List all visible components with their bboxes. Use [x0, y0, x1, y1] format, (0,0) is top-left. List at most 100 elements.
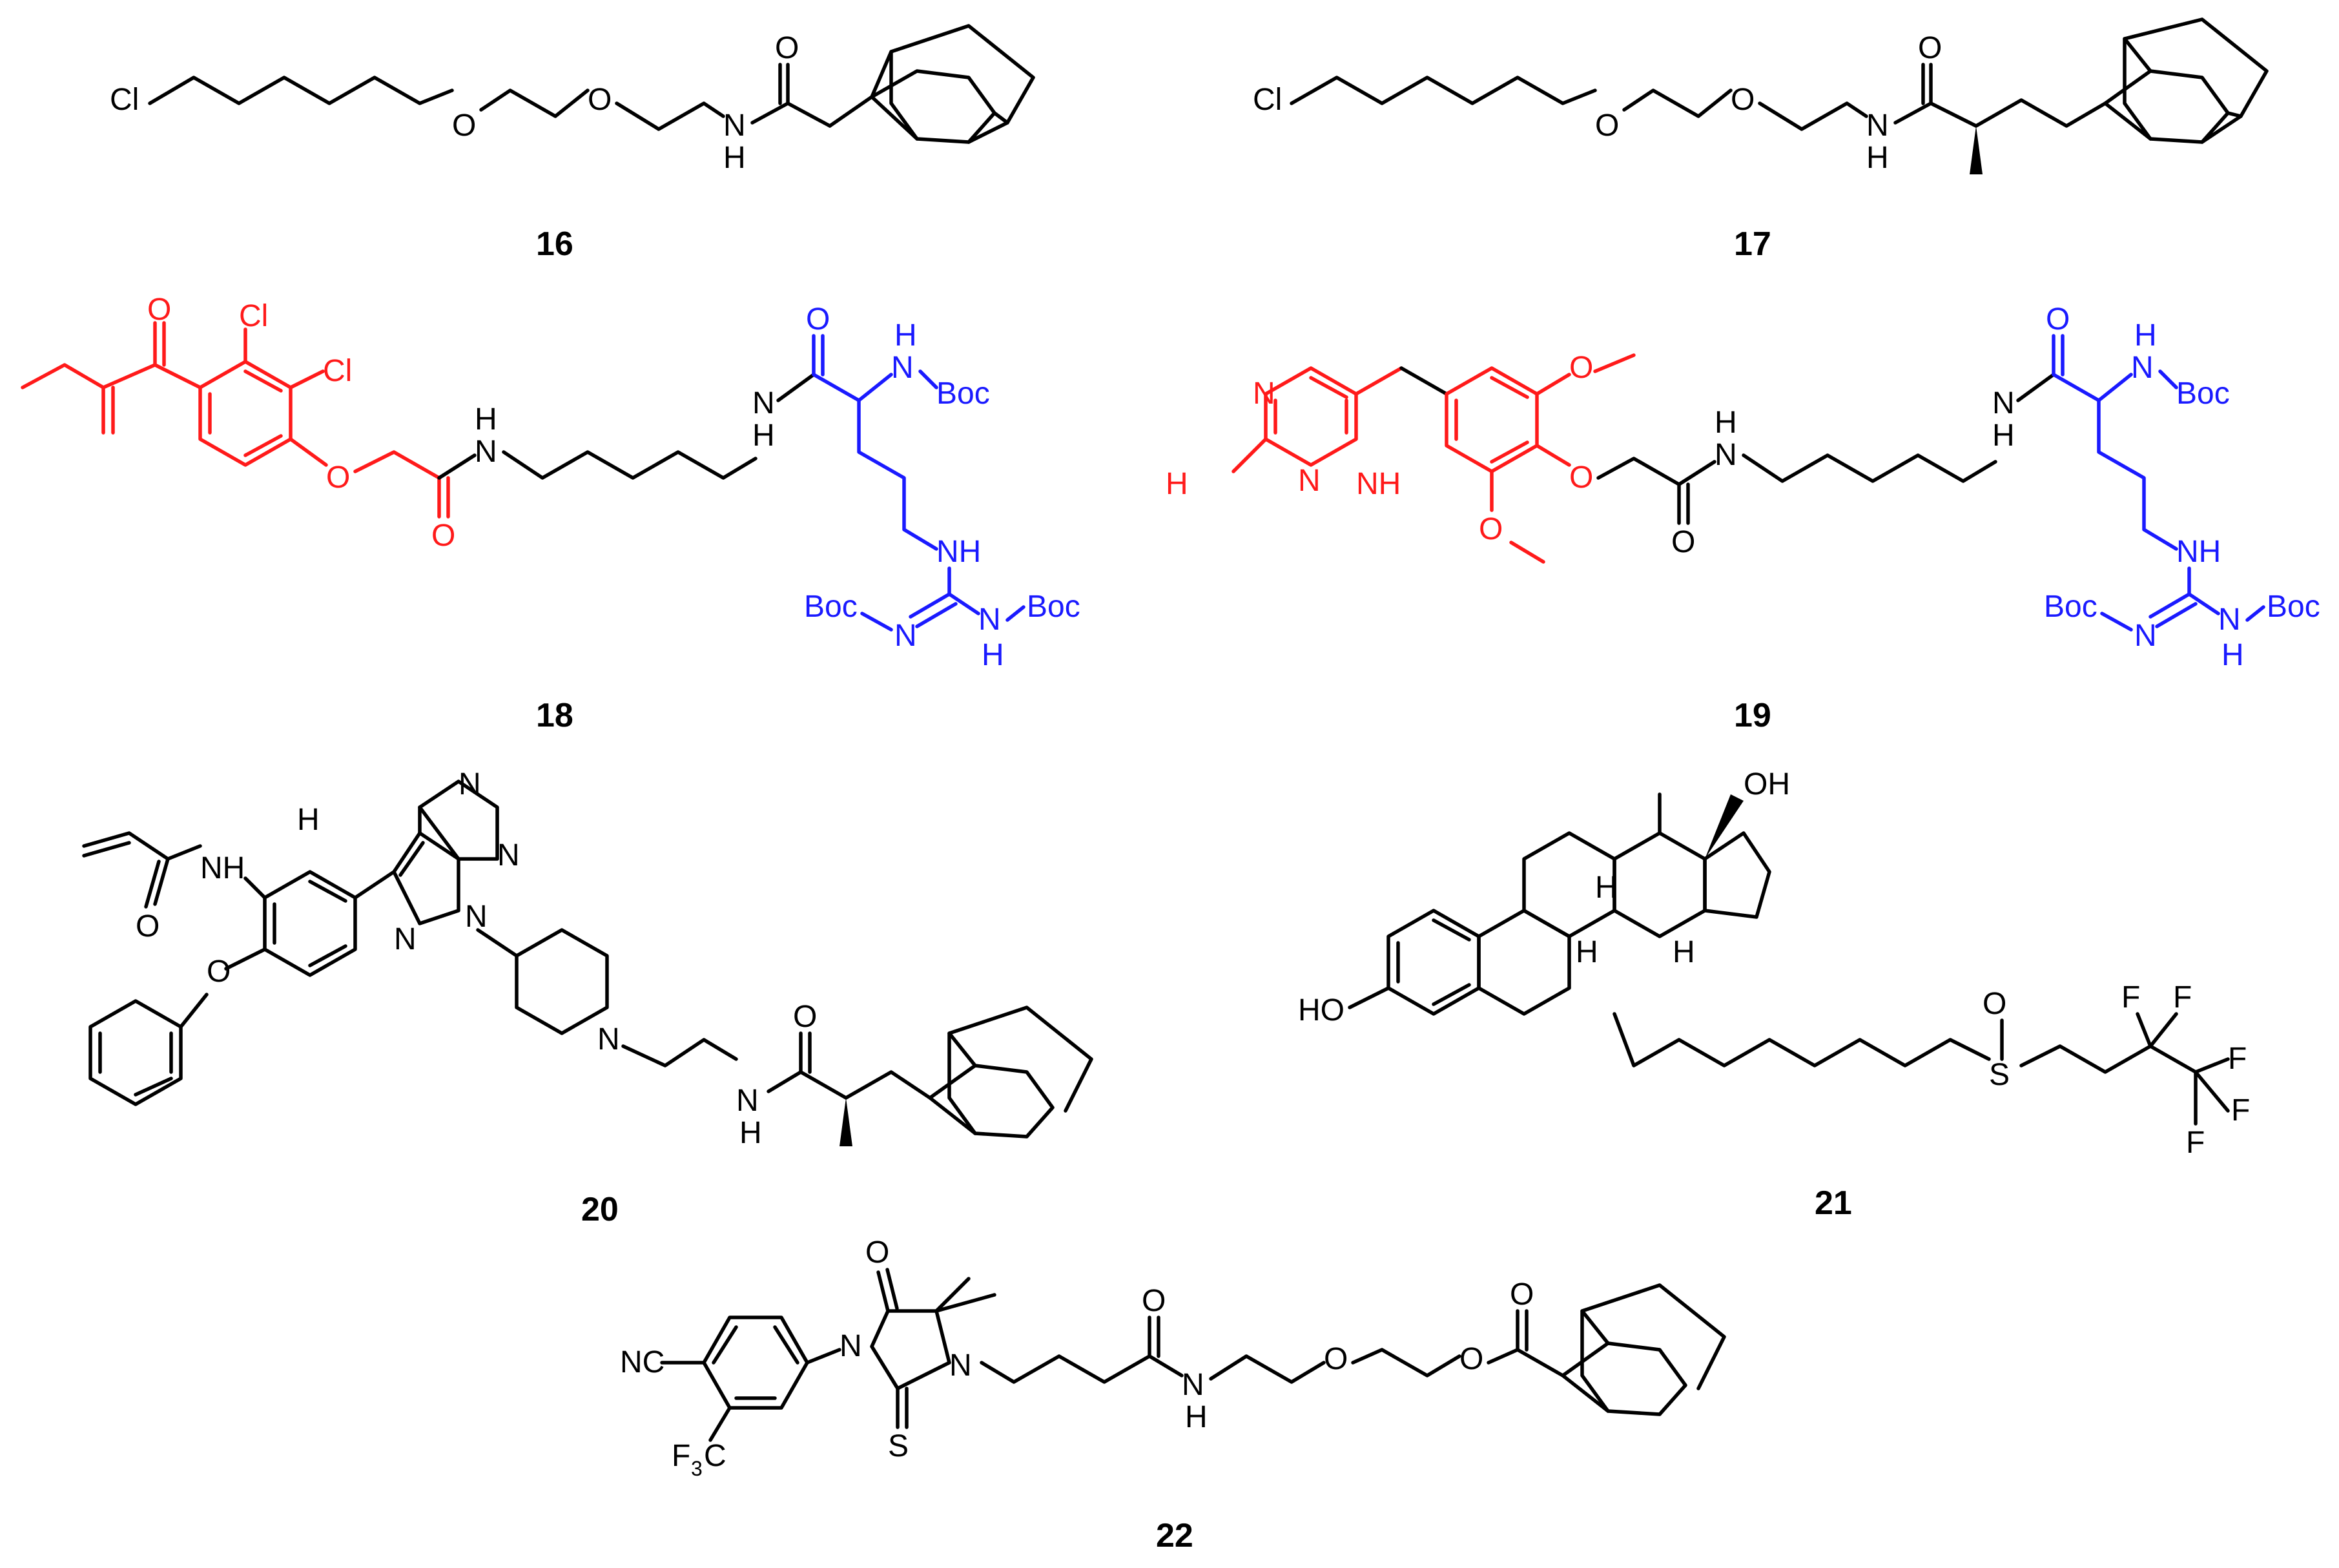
atom-f: F	[2231, 1093, 2250, 1128]
atom-o: O	[806, 302, 830, 336]
chain-bonds	[479, 88, 590, 118]
atom-h: H	[1715, 406, 1737, 440]
chain-bonds	[1742, 453, 1997, 483]
atom-o: O	[1731, 83, 1755, 117]
warhead-fragment: N N H NH O O O	[1166, 351, 1636, 564]
chain-bonds	[502, 450, 757, 480]
atom-h: H	[475, 402, 497, 437]
atom-n: N	[752, 386, 775, 420]
compound-21: HO OH H H H S O F F F F F 21	[1298, 767, 2250, 1222]
atom-n: N	[723, 108, 746, 143]
atom-s: S	[1989, 1058, 2010, 1092]
atom-h: H	[1595, 871, 1618, 905]
chain-bonds	[148, 76, 454, 105]
atom-subscript: 3	[691, 1457, 703, 1480]
atom-n: N	[1182, 1368, 1204, 1402]
atom-boc: Boc	[804, 590, 858, 624]
adamantane-ring	[828, 24, 1035, 144]
compound-label: 21	[1815, 1184, 1852, 1222]
atom-boc: Boc	[1027, 590, 1080, 624]
compound-22: NC F 3 C N O S N O N H O O O	[620, 1235, 1726, 1554]
atom-nh: NH	[936, 535, 981, 569]
atom-o: O	[1324, 1342, 1348, 1376]
atom-o: O	[431, 519, 455, 553]
compound-label: 17	[1734, 225, 1771, 263]
atom-n: N	[1866, 108, 1889, 143]
atom-boc: Boc	[936, 377, 990, 411]
amide-bond	[1893, 98, 2107, 128]
atom-f: F	[2186, 1126, 2205, 1160]
atom-f: F	[2121, 980, 2140, 1015]
atom-n: N	[459, 767, 481, 801]
atom-h: H	[1673, 935, 1695, 969]
chain-bonds	[1758, 101, 1868, 131]
atom-h: H	[1185, 1400, 1208, 1434]
atom-h: H	[982, 638, 1004, 672]
compound-20: O NH O N H N N N N N H O	[82, 767, 1093, 1228]
chain-bonds	[615, 101, 725, 131]
atom-n: N	[2134, 619, 2157, 653]
atom-boc: Boc	[2044, 590, 2097, 624]
stereo-wedge	[1970, 126, 1983, 174]
atom-nh: NH	[2176, 535, 2221, 569]
compound-label: 19	[1734, 697, 1771, 734]
atom-n: N	[736, 1084, 759, 1118]
protected-arginine: O N H Boc NH N Boc N H Boc	[804, 302, 1080, 672]
adamantane-ring	[1561, 1283, 1726, 1416]
atom-o: O	[865, 1235, 889, 1270]
atom-nh: N	[2131, 351, 2154, 385]
atom-nh2: NH	[1356, 467, 1401, 501]
atom-o: O	[1671, 525, 1695, 559]
atom-o: O	[2046, 302, 2070, 336]
atom-h: H	[2134, 318, 2157, 353]
atom-o: O	[1569, 460, 1593, 495]
atom-n: N	[394, 922, 417, 956]
atom-ho: HO	[1298, 993, 1345, 1027]
atom-n: N	[894, 619, 917, 653]
atom-cl: Cl	[323, 354, 352, 388]
amide-bond	[750, 101, 832, 128]
chain-bonds	[1622, 88, 1733, 118]
atom-o: O	[1595, 108, 1619, 143]
atom-o: O	[326, 460, 350, 495]
atom-boc: Boc	[2267, 590, 2320, 624]
atom-n: N	[597, 1022, 620, 1057]
atom-o: O	[1142, 1284, 1166, 1318]
compound-17: Cl O O N H O 17	[1253, 17, 2269, 263]
atom-nh: N	[2218, 603, 2241, 637]
atom-c: C	[704, 1439, 726, 1473]
atom-h: H	[1866, 141, 1889, 175]
compound-label: 16	[536, 225, 573, 263]
atom-o: O	[793, 1000, 817, 1034]
compound-label: 22	[1156, 1517, 1193, 1554]
chain-bonds	[1290, 76, 1597, 105]
atom-h2n: H	[297, 803, 320, 837]
atom-n: N	[949, 1348, 972, 1383]
atom-o: O	[207, 954, 231, 989]
atom-n: N	[465, 900, 488, 934]
atom-oh: OH	[1744, 767, 1790, 801]
atom-n: N	[840, 1329, 862, 1363]
atom-nh: NH	[200, 851, 245, 885]
atom-o: O	[452, 108, 476, 143]
atom-s: S	[888, 1429, 909, 1463]
atom-nh: N	[978, 603, 1001, 637]
compound-19: N N H NH O O O O N H N H	[1166, 302, 2320, 734]
compound-label: 20	[581, 1191, 619, 1228]
atom-o: O	[775, 31, 799, 65]
atom-h: H	[894, 318, 917, 353]
atom-n: N	[1298, 464, 1321, 498]
compound-16: Cl O O N H O 16	[110, 24, 1035, 263]
atom-o: O	[588, 83, 612, 117]
adamantane-ring	[928, 1006, 1093, 1139]
atom-f3c: F	[672, 1439, 690, 1473]
atom-o: O	[1479, 512, 1503, 546]
atom-cl: Cl	[1253, 83, 1282, 117]
atom-o: O	[1983, 987, 2006, 1021]
atom-h: H	[723, 141, 746, 175]
atom-n: N	[497, 838, 520, 872]
atom-h: H	[2221, 638, 2244, 672]
chain-bonds	[1613, 1012, 1991, 1068]
atom-o: O	[136, 909, 160, 944]
